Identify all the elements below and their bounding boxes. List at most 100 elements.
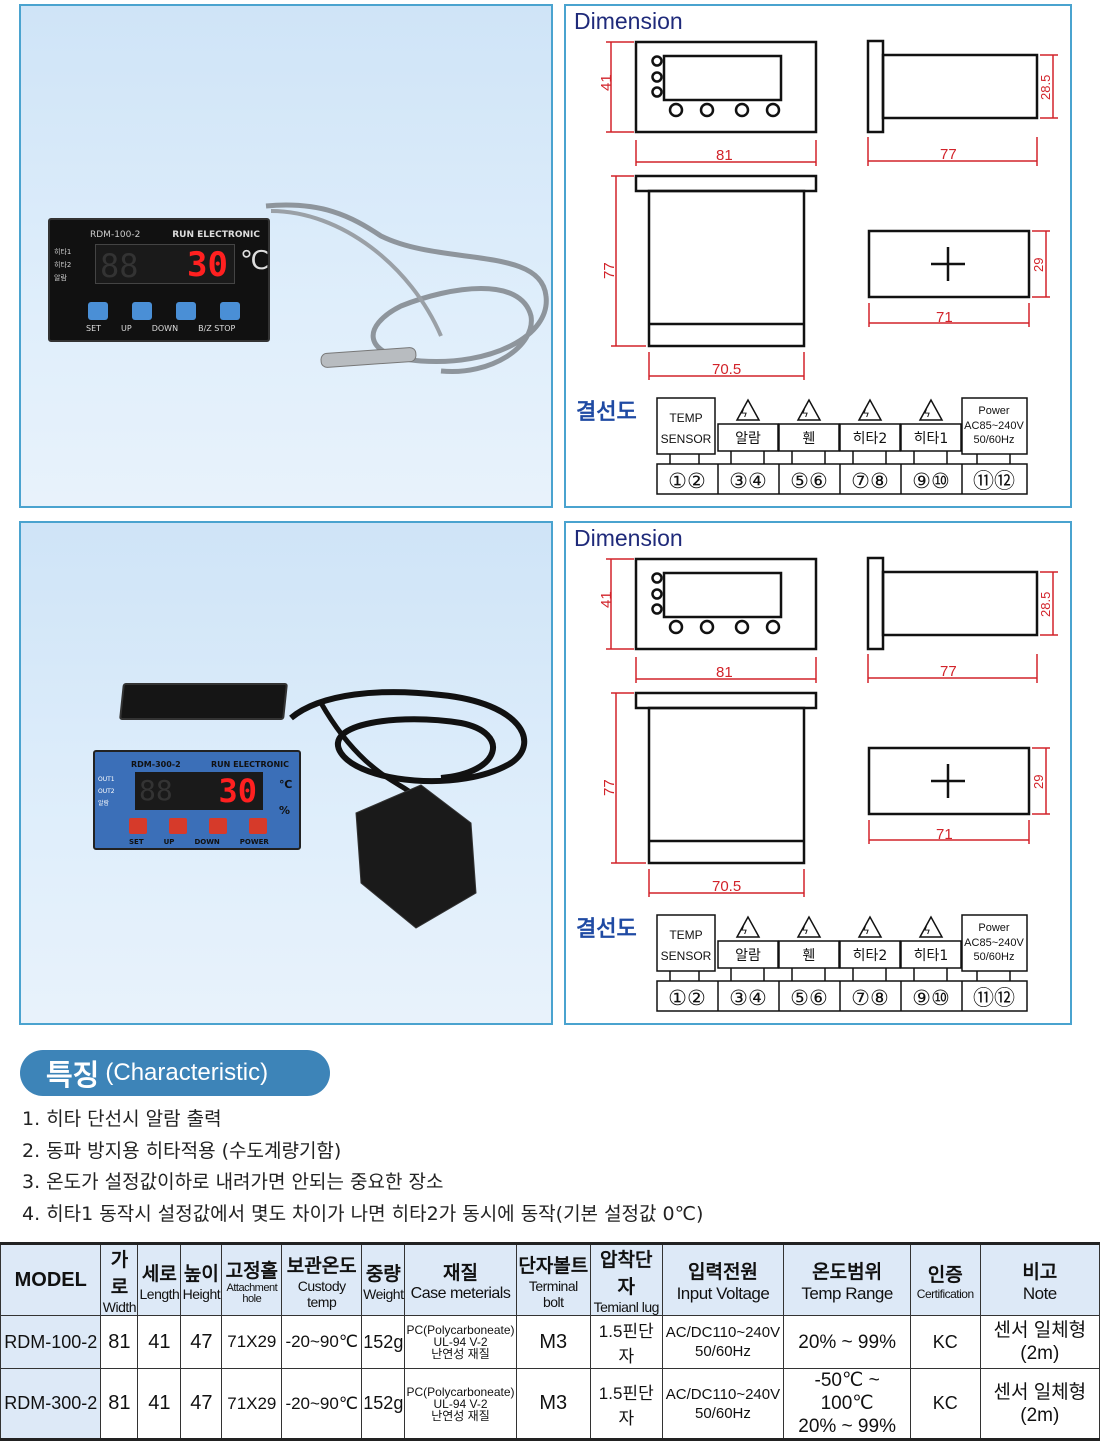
sensor-cable-illustration (289, 689, 528, 929)
cell-range: 20% ~ 99% (783, 1315, 911, 1369)
device-buttons (88, 302, 240, 320)
top-width-dim: 70.5 (712, 878, 741, 895)
cell-height: 47 (180, 1315, 223, 1369)
cutout-width-dim: 71 (936, 826, 953, 843)
svg-text:⑤⑥: ⑤⑥ (790, 986, 828, 1010)
svg-text:알람: 알람 (735, 431, 761, 447)
svg-text:⑦⑧: ⑦⑧ (851, 469, 889, 493)
led-display: 88 30 (135, 772, 263, 810)
celsius-unit: ℃ (240, 246, 270, 276)
svg-text:ϟ: ϟ (741, 408, 747, 420)
front-width-dim: 81 (716, 147, 733, 164)
cell-model: RDM-100-2 (0, 1315, 102, 1369)
cell-note: 센서 일체형(2m) (979, 1368, 1100, 1440)
svg-text:히타2: 히타2 (853, 948, 888, 964)
sensor-cable-illustration (265, 202, 549, 375)
device-model-label: RDM-300-2 (131, 760, 181, 769)
indicator-labels: OUT1 OUT2 알람 (98, 776, 115, 807)
svg-text:ϟ: ϟ (863, 408, 869, 420)
set-gear-icon (88, 302, 108, 320)
svg-text:SENSOR: SENSOR (661, 949, 712, 963)
top-depth-dim: 77 (601, 262, 618, 279)
svg-text:①②: ①② (668, 986, 706, 1010)
up-chevron-icon (132, 302, 152, 320)
list-item: 3. 온도가 설정값이하로 내려가면 안되는 중요한 장소 (22, 1171, 444, 1193)
device-button-labels: SET UP DOWN POWER (129, 838, 269, 846)
device-brand-label: RUN ELECTRONIC (211, 760, 289, 769)
cell-note: 센서 일체형(2m) (979, 1315, 1100, 1369)
dimension-title: Dimension (574, 8, 683, 34)
wiring-title: 결선도 (576, 917, 637, 942)
cell-weight: 152g (361, 1368, 406, 1440)
dimension-drawing: 81 41 28.5 77 77 70.5 29 71 (598, 556, 1058, 897)
side-height-dim: 28.5 (1038, 592, 1053, 617)
top-depth-dim: 77 (601, 779, 618, 796)
cell-lug: 1.5핀단자 (590, 1315, 663, 1369)
display-value: 30 (187, 245, 228, 285)
svg-text:ϟ: ϟ (802, 925, 808, 937)
svg-text:AC85~240V: AC85~240V (964, 937, 1024, 949)
top-width-dim: 70.5 (712, 361, 741, 378)
set-icon (129, 818, 147, 834)
characteristic-badge: 특징 (Characteristic) (20, 1050, 330, 1096)
cell-custody: -20~90℃ (281, 1368, 363, 1440)
svg-text:50/60Hz: 50/60Hz (974, 434, 1015, 446)
svg-text:휀: 휀 (803, 431, 816, 447)
power-icon (249, 818, 267, 834)
svg-text:SENSOR: SENSOR (661, 432, 712, 446)
svg-text:히타1: 히타1 (914, 431, 949, 447)
svg-text:50/60Hz: 50/60Hz (974, 951, 1015, 963)
svg-text:TEMP: TEMP (669, 411, 702, 425)
device-brand-label: RUN ELECTRONIC (172, 230, 260, 240)
svg-text:⑤⑥: ⑤⑥ (790, 469, 828, 493)
display-value: 30 (218, 772, 257, 810)
product-photo-rdm-100-2: RDM-100-2 RUN ELECTRONIC 히타1 히타2 알람 88 3… (19, 4, 553, 508)
svg-text:③④: ③④ (729, 986, 767, 1010)
down-icon (209, 818, 227, 834)
product-photo-rdm-300-2: RDM-300-2 RUN ELECTRONIC OUT1 OUT2 알람 88… (19, 521, 553, 1025)
characteristic-title-en: (Characteristic) (105, 1059, 269, 1086)
cell-length: 41 (137, 1315, 182, 1369)
cell-custody: -20~90℃ (281, 1315, 363, 1369)
svg-text:Power: Power (978, 922, 1010, 934)
cell-width: 81 (100, 1315, 139, 1369)
controller-device: RDM-100-2 RUN ELECTRONIC 히타1 히타2 알람 88 3… (48, 218, 270, 342)
down-chevron-icon (176, 302, 196, 320)
dimension-title: Dimension (574, 525, 683, 551)
svg-text:히타1: 히타1 (914, 948, 949, 964)
svg-text:⑨⑩: ⑨⑩ (912, 469, 950, 493)
front-height-dim: 41 (598, 74, 615, 91)
svg-text:알람: 알람 (735, 948, 761, 964)
table-row: RDM-100-2 81 41 47 71X29 -20~90℃ 152g PC… (0, 1315, 1100, 1369)
svg-text:ϟ: ϟ (802, 408, 808, 420)
controller-rear-housing (119, 683, 288, 720)
dimension-drawing: 81 41 28.5 77 77 70.5 29 71 (598, 39, 1058, 380)
cell-width: 81 (100, 1368, 139, 1440)
side-depth-dim: 77 (940, 146, 957, 163)
list-item: 2. 동파 방지용 히타적용 (수도계량기함) (22, 1139, 342, 1162)
device-model-label: RDM-100-2 (90, 230, 141, 240)
cutout-height-dim: 29 (1031, 258, 1046, 272)
svg-text:ϟ: ϟ (924, 408, 930, 420)
controller-device: RDM-300-2 RUN ELECTRONIC OUT1 OUT2 알람 88… (93, 750, 301, 850)
cutout-height-dim: 29 (1031, 775, 1046, 789)
unit-labels: ℃ % (279, 778, 293, 817)
table-row: RDM-300-2 81 41 47 71X29 -20~90℃ 152g PC… (0, 1368, 1100, 1440)
indicator-labels: 히타1 히타2 알람 (54, 248, 72, 282)
svg-text:TEMP: TEMP (669, 928, 702, 942)
